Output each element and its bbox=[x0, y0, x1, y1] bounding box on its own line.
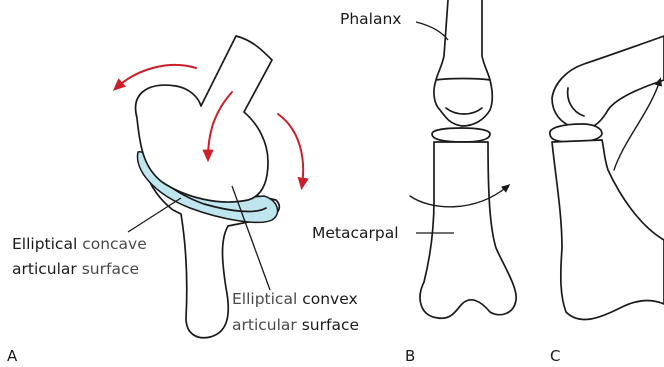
phalanx-base bbox=[434, 79, 492, 127]
panel-label-c: C bbox=[550, 347, 560, 365]
concave-label-line1: Elliptical concave bbox=[12, 235, 147, 253]
concave-leader-line bbox=[128, 198, 181, 232]
phalanx-shaft-right bbox=[482, 0, 490, 80]
metacarpal-head-cap bbox=[432, 128, 490, 142]
panel-label-a: A bbox=[7, 347, 18, 365]
convex-label-line1: Elliptical convex bbox=[232, 290, 358, 308]
panel-label-b: B bbox=[405, 347, 415, 365]
metacarpal-c-cap bbox=[550, 124, 602, 142]
phalanx-shaft bbox=[436, 0, 448, 80]
convex-label-line2: articular surface bbox=[232, 316, 359, 334]
panel-b-illustration bbox=[410, 0, 516, 318]
motion-arrow-right bbox=[278, 114, 303, 186]
phalanx-label: Phalanx bbox=[340, 10, 401, 28]
motion-arrow-left bbox=[116, 65, 196, 88]
metacarpal-c-shaft bbox=[552, 140, 664, 320]
upper-bone-shape bbox=[136, 36, 272, 202]
phalanx-leader-line bbox=[416, 22, 448, 40]
metacarpal-shaft bbox=[420, 142, 516, 318]
panel-c-illustration bbox=[550, 36, 664, 320]
metacarpal-label: Metacarpal bbox=[312, 224, 399, 242]
concave-label-line2: articular surface bbox=[12, 260, 139, 278]
phalanx-c bbox=[552, 36, 664, 129]
